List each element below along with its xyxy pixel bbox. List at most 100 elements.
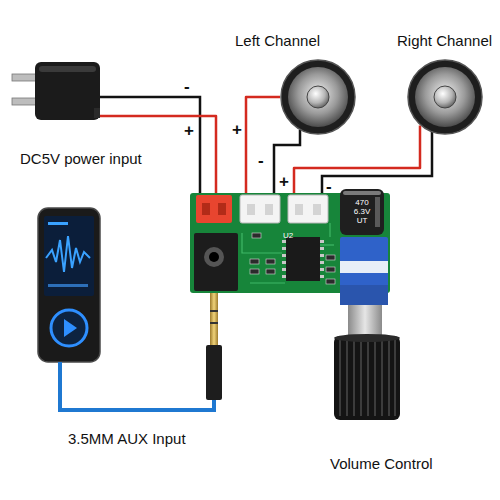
input-label: 3.5MM AUX Input <box>68 431 186 446</box>
board-shape-part <box>209 252 219 262</box>
adapter-shape-part <box>35 62 100 120</box>
part-heading: Left Channel <box>235 32 320 50</box>
volume-knob-part-part <box>360 340 362 416</box>
amplifier-board: U2 470 6.3V UT <box>190 193 390 293</box>
polarity-sign: + <box>232 121 242 138</box>
speaker-shape-part <box>281 60 355 134</box>
board-shape-part <box>252 233 261 238</box>
board-shape-part <box>326 255 335 260</box>
board-shape-part <box>320 254 324 257</box>
mp3-player-part <box>38 208 100 362</box>
board-shape-part <box>250 259 259 264</box>
volume-knob-part-part <box>339 340 341 416</box>
capacitor: 470 6.3V UT <box>340 189 384 235</box>
board-shape-part <box>340 237 388 305</box>
mp3-player-part <box>51 310 87 346</box>
board-shape-part <box>194 233 238 291</box>
adapter-shape <box>35 62 100 120</box>
board-shape-part <box>320 275 324 278</box>
volume-knob-part-part <box>367 340 369 416</box>
speaker-shape-part <box>408 60 482 134</box>
speaker: Left Channel <box>280 59 356 135</box>
chip-label: U2 <box>283 231 293 241</box>
mp3-player-part <box>48 222 68 225</box>
aux-cable-part <box>210 293 218 345</box>
mp3-player-part <box>48 284 88 287</box>
board-shape-part <box>204 247 224 267</box>
black-wires <box>100 97 432 195</box>
board-shape-part <box>282 247 286 250</box>
board-shape-part <box>265 204 273 215</box>
polarity-sign: + <box>184 122 194 139</box>
mp3-player <box>38 208 100 362</box>
board-shape-part <box>320 268 324 271</box>
volume-knob-part <box>348 304 382 337</box>
board-shape-part-part <box>250 282 285 283</box>
board-shape-part <box>313 204 321 215</box>
board-shape-part <box>242 223 334 283</box>
speaker-shape-part <box>415 67 475 127</box>
board-shape-part <box>326 279 335 284</box>
board-shape-part <box>286 237 320 281</box>
volume-knob-part-part <box>394 340 396 416</box>
aux-cable-part <box>206 345 222 400</box>
board-shape-part <box>320 240 324 243</box>
polarity-sign: - <box>258 152 264 169</box>
volume-knob-part-part <box>381 340 383 416</box>
part-heading: Right Channel <box>397 32 492 50</box>
board-shape-part <box>282 254 286 257</box>
plug-prongs-part <box>12 74 36 81</box>
board-shape-part <box>340 285 388 305</box>
speaker-shape-part <box>288 67 348 127</box>
aux-cable <box>60 293 222 410</box>
aux-cable-part <box>210 310 218 312</box>
board-shape-part <box>320 247 324 250</box>
adapter-shape-part <box>94 108 100 118</box>
polarity-sign: - <box>326 178 332 195</box>
board-shape-part <box>282 240 286 243</box>
board-shape-part <box>282 275 286 278</box>
board-shape-part <box>250 269 259 274</box>
volume-knob-part-part <box>374 340 376 416</box>
volume-knob-part <box>340 340 395 416</box>
speaker-shape <box>280 59 356 135</box>
part-heading: DC5V power input <box>20 150 142 168</box>
plug-prongs-part <box>12 98 36 105</box>
mp3-player-part <box>46 236 90 272</box>
cap-shape-part <box>340 189 384 235</box>
volume-knob-part <box>334 334 400 342</box>
control-label: Volume Control <box>330 456 433 471</box>
volume-knob-part <box>334 336 400 420</box>
red-wire <box>246 97 280 193</box>
board-shape-part <box>202 203 210 215</box>
board-shape-part <box>340 261 388 273</box>
speaker: Right Channel <box>407 59 483 135</box>
board-shape-part-part <box>320 244 334 245</box>
board-shape-part <box>288 195 328 223</box>
volume-knob <box>334 304 400 420</box>
speaker-shape-part <box>307 86 329 108</box>
aux-cable-part <box>60 362 214 410</box>
board-shape-part <box>218 203 226 215</box>
capacitor-rating: 470 6.3V UT <box>349 198 375 226</box>
board-shape-part-part <box>242 233 282 253</box>
board-shape-part <box>196 195 232 223</box>
speaker-shape <box>407 59 483 135</box>
cap-shape-part <box>343 191 381 195</box>
board-shape-part <box>266 259 275 264</box>
polarity-sign: - <box>184 78 190 95</box>
board-shape-part <box>240 195 280 223</box>
board-shape-part-part <box>329 223 330 237</box>
mp3-player-part <box>44 216 94 296</box>
aux-cable-part <box>210 322 218 324</box>
board-shape-part <box>320 261 324 264</box>
board-shape-part <box>326 267 335 272</box>
plug-prongs <box>12 74 36 105</box>
volume-knob-part-part <box>353 340 355 416</box>
adapter-shape-part <box>39 66 96 72</box>
board-shape-part <box>282 261 286 264</box>
polarity-sign: + <box>279 173 289 190</box>
board-shape-part <box>247 204 255 215</box>
